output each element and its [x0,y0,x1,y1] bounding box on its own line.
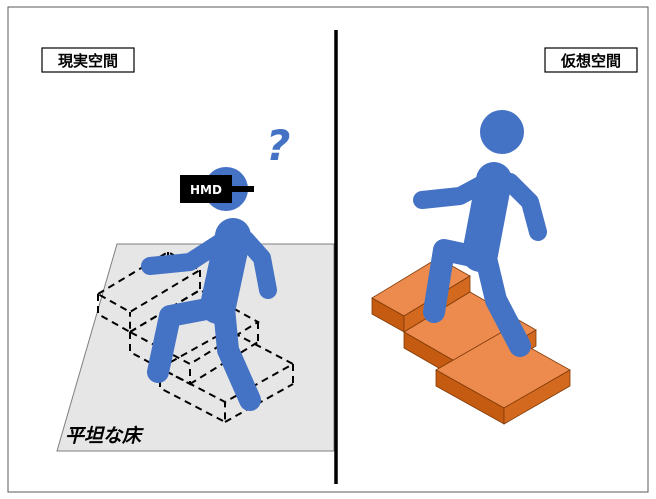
hmd-label: HMD [190,183,222,197]
virtual-person-head [480,110,524,154]
real-space-label: 現実空間 [58,52,118,70]
real-space-label-box: 現実空間 [41,47,135,73]
flat-floor-label: 平坦な床 [65,425,144,447]
real-space-panel: 現実空間 平坦な床 [41,47,335,452]
virtual-space-label: 仮想空間 [560,52,621,70]
hmd: HMD [180,175,254,203]
virtual-space-label-box: 仮想空間 [544,47,638,73]
virtual-space-panel: 仮想空間 [371,47,638,425]
question-mark-icon: ? [266,121,290,170]
virtual-person-figure [413,110,547,357]
real-person-figure [141,167,277,411]
